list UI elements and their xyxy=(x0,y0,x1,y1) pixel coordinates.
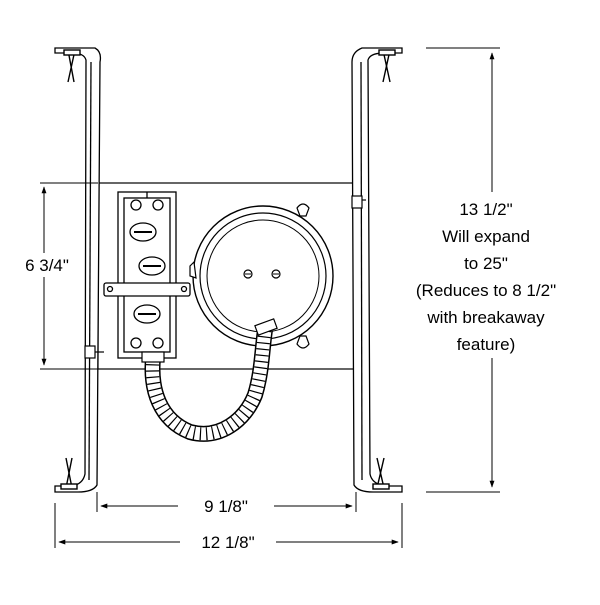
overall-height-label: 13 1/2" xyxy=(459,200,512,219)
right-bottom-nail-icon xyxy=(372,457,390,490)
expand-note-line-2: to 25" xyxy=(464,254,508,273)
breakaway-note-line-1: (Reduces to 8 1/2" xyxy=(416,281,556,300)
right-hanger-bar xyxy=(351,47,403,493)
right-bar-clip xyxy=(351,195,366,209)
frame-height-label: 6 3/4" xyxy=(25,256,69,275)
overall-width-dimension: 12 1/8" xyxy=(54,503,403,554)
flexible-conduit xyxy=(141,318,278,442)
breakaway-note-line-2: with breakaway xyxy=(426,308,545,327)
left-bar-clip xyxy=(84,345,104,359)
expand-note-line-1: Will expand xyxy=(442,227,530,246)
overall-width-label: 12 1/8" xyxy=(201,533,254,552)
overall-height-dimension: 13 1/2" Will expand to 25" (Reduces to 8… xyxy=(398,47,574,493)
round-housing xyxy=(189,203,334,349)
junction-box xyxy=(103,191,191,359)
left-hanger-bar xyxy=(54,47,102,493)
bar-span-label: 9 1/8" xyxy=(204,497,248,516)
left-bottom-nail-icon xyxy=(60,457,78,490)
frame-height-dimension: 6 3/4" xyxy=(18,182,98,370)
left-top-nail-icon xyxy=(63,49,81,83)
breakaway-note-line-3: feature) xyxy=(457,335,516,354)
bar-span-dimension: 9 1/8" xyxy=(96,492,357,518)
right-top-nail-icon xyxy=(378,49,396,83)
